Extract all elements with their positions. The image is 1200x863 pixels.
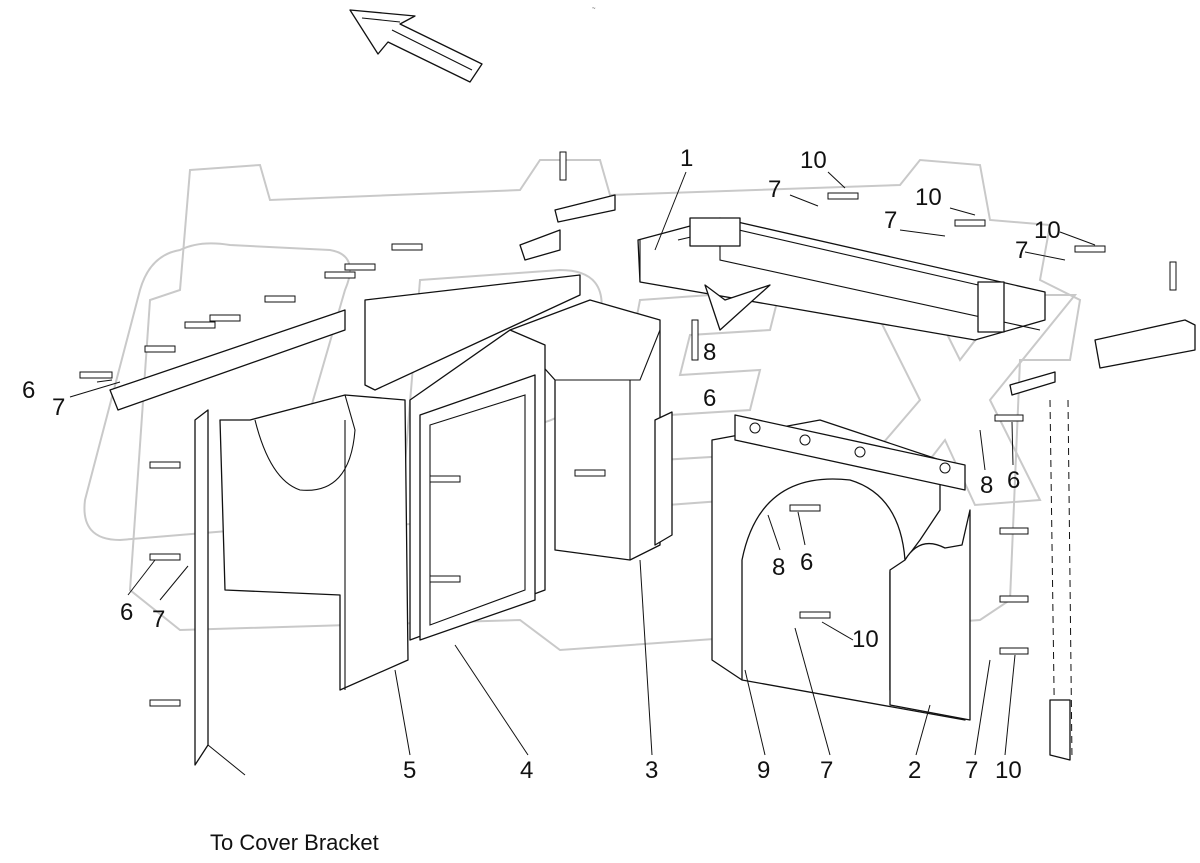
bolt-set <box>79 151 1177 707</box>
callout-6: 6 <box>800 549 813 576</box>
callout-4: 4 <box>520 757 533 784</box>
callout-8: 8 <box>703 339 716 366</box>
callout-10: 10 <box>800 147 827 174</box>
callout-7: 7 <box>965 757 978 784</box>
callout-3: 3 <box>645 757 658 784</box>
small-mark: ~ <box>592 6 596 12</box>
callout-8: 8 <box>980 472 993 499</box>
right-vertical-strip <box>1049 399 1073 761</box>
callout-7: 7 <box>884 207 897 234</box>
callout-10: 10 <box>915 184 942 211</box>
inner-panel-part-4 <box>409 329 546 641</box>
callout-7: 7 <box>52 394 65 421</box>
callout-2: 2 <box>908 757 921 784</box>
callout-6: 6 <box>22 377 35 404</box>
right-plate-part-2 <box>889 509 971 721</box>
arched-plate-part-9 <box>711 419 966 721</box>
callout-labels: 1 10 7 10 7 10 7 8 6 6 7 8 6 8 6 6 7 10 … <box>22 145 1061 784</box>
callout-10: 10 <box>852 626 879 653</box>
callout-1: 1 <box>680 145 693 172</box>
left-top-rails <box>109 194 616 411</box>
callout-9: 9 <box>757 757 770 784</box>
upper-frame-part-1 <box>637 217 1046 341</box>
callout-7: 7 <box>768 176 781 203</box>
direction-arrow <box>349 9 483 83</box>
callout-10: 10 <box>1034 217 1061 244</box>
center-chute-part-3 <box>509 299 673 561</box>
caption-to-cover-bracket: To Cover Bracket <box>210 830 379 855</box>
mid-bracket <box>734 414 966 491</box>
leader-lines <box>69 171 1096 756</box>
left-vertical-strip <box>194 409 246 776</box>
callout-7: 7 <box>1015 237 1028 264</box>
callout-8: 8 <box>772 554 785 581</box>
callout-6: 6 <box>703 385 716 412</box>
callout-6: 6 <box>1007 467 1020 494</box>
callout-10: 10 <box>995 757 1022 784</box>
far-right-bracket <box>1009 319 1196 396</box>
side-shroud-part-5 <box>219 394 409 691</box>
callout-5: 5 <box>403 757 416 784</box>
callout-7: 7 <box>152 606 165 633</box>
callout-7: 7 <box>820 757 833 784</box>
callout-6: 6 <box>120 599 133 626</box>
